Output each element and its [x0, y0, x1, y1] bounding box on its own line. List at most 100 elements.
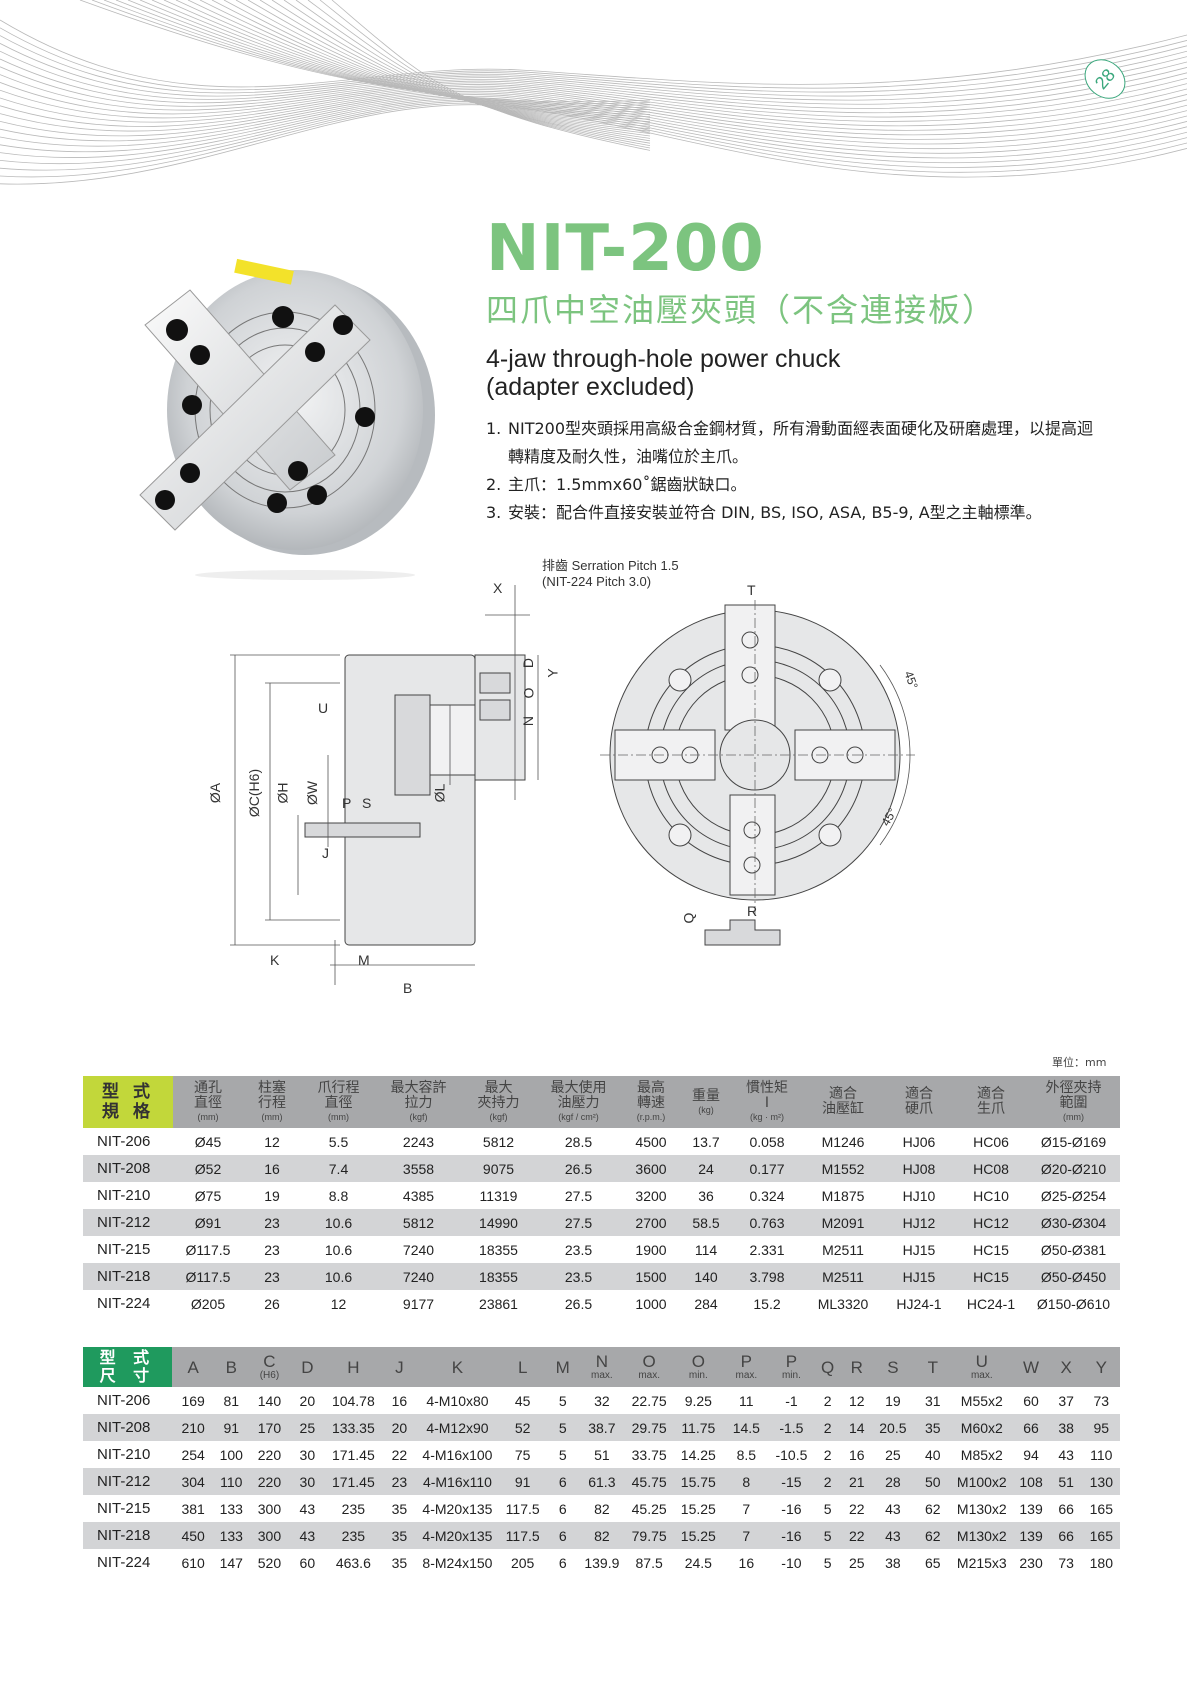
value-cell: 20.5	[871, 1414, 915, 1441]
label-dim-c: ØC(H6)	[246, 768, 263, 818]
value-cell: 14.25	[680, 1446, 716, 1463]
model-cell: NIT-206	[97, 1133, 151, 1150]
value-cell: Ø75	[194, 1187, 222, 1204]
model-cell: NIT-215	[97, 1241, 151, 1258]
value-cell: 1500	[621, 1263, 681, 1290]
value-cell: 171.45	[323, 1468, 383, 1495]
value-cell: 22	[848, 1500, 865, 1517]
label-dim-l: ØL	[431, 783, 448, 803]
value-cell: -10.5	[775, 1446, 808, 1463]
value-cell: 140	[681, 1263, 731, 1290]
value-cell: 43	[290, 1522, 324, 1549]
value-cell: 9075	[461, 1155, 536, 1182]
value-cell: -1	[785, 1392, 798, 1409]
value-cell: Ø205	[190, 1295, 226, 1312]
value-cell: 23	[264, 1241, 280, 1258]
value-cell: -10	[781, 1554, 802, 1571]
value-cell: 45.75	[624, 1468, 674, 1495]
value-cell: 147	[219, 1554, 243, 1571]
value-cell: M215x3	[956, 1554, 1007, 1571]
value-cell: Ø150-Ø610	[1036, 1295, 1111, 1312]
label-dim-r: R	[747, 903, 758, 919]
dim-col-header: H	[323, 1347, 383, 1387]
value-cell: 235	[341, 1500, 366, 1517]
feature-number: 3.	[486, 503, 502, 522]
value-cell: -1.5	[769, 1414, 814, 1441]
col-header-soft-jaw: 適合生爪	[955, 1076, 1027, 1128]
value-cell: HC24-1	[966, 1295, 1016, 1312]
value-cell: 7	[742, 1500, 751, 1517]
value-cell: Ø50-Ø381	[1040, 1241, 1107, 1258]
value-cell: 23	[243, 1209, 301, 1236]
value-cell: 300	[257, 1500, 282, 1517]
col-header-max-pressure: 最大使用油壓力(kgf / cm²)	[536, 1076, 621, 1128]
value-cell: 5	[558, 1392, 567, 1409]
feature-item: 2.主爪：1.5mmx60˚鋸齒狀缺口。	[486, 471, 1106, 499]
value-cell: 235	[323, 1522, 383, 1549]
value-cell: 5	[558, 1446, 567, 1463]
value-cell: 16	[243, 1155, 301, 1182]
model-cell: NIT-218	[83, 1263, 173, 1290]
value-cell: 37	[1058, 1392, 1074, 1409]
dim-col-header: C(H6)	[248, 1347, 291, 1387]
value-cell: 10.6	[301, 1263, 376, 1290]
serration-note-line1: 排齒 Serration Pitch 1.5	[542, 558, 679, 573]
col-header-max-clamp-force: 最大夾持力(kgf)	[461, 1076, 536, 1128]
dim-col-header: J	[382, 1347, 416, 1387]
value-cell: 7	[722, 1522, 770, 1549]
value-cell: HJ08	[883, 1155, 955, 1182]
value-cell: 3.798	[731, 1263, 803, 1290]
value-cell: 35	[391, 1554, 408, 1571]
value-cell: HC08	[955, 1155, 1027, 1182]
value-cell: M100x2	[951, 1468, 1013, 1495]
value-cell: 210	[171, 1414, 215, 1441]
value-cell: 117.5	[499, 1522, 547, 1549]
value-cell: 13.7	[692, 1133, 720, 1150]
value-cell: 36	[698, 1187, 714, 1204]
value-cell: 51	[594, 1446, 610, 1463]
value-cell: 205	[510, 1554, 535, 1571]
value-cell: 4-M12x90	[415, 1414, 500, 1441]
value-cell: HJ15	[902, 1241, 936, 1258]
value-cell: 2	[823, 1446, 832, 1463]
value-cell: HJ06	[902, 1133, 936, 1150]
value-cell: 26	[264, 1295, 280, 1312]
value-cell: 610	[181, 1554, 205, 1571]
value-cell: 26.5	[564, 1295, 593, 1312]
value-cell: 230	[1019, 1554, 1043, 1571]
value-cell: M1552	[803, 1155, 883, 1182]
unit-note: 單位：mm	[1052, 1056, 1107, 1069]
label-dim-x: X	[493, 580, 503, 596]
value-cell: 38	[885, 1554, 901, 1571]
dim-col-header: L	[499, 1347, 547, 1387]
label-dim-u: U	[318, 700, 329, 716]
spec-table: 型 式規 格 通孔直徑(mm) 柱塞行程(mm) 爪行程直徑(mm) 最大容許拉…	[83, 1076, 1120, 1317]
value-cell: 15.75	[673, 1468, 723, 1495]
spec-table-header: 型 式規 格 通孔直徑(mm) 柱塞行程(mm) 爪行程直徑(mm) 最大容許拉…	[83, 1076, 1120, 1128]
value-cell: 4385	[402, 1187, 435, 1204]
col-header-max-speed: 最高轉速(r.p.m.)	[621, 1076, 681, 1128]
value-cell: -16	[769, 1522, 814, 1549]
value-cell: 31	[924, 1392, 941, 1409]
feature-list: 1.NIT200型夾頭採用高級合金鋼材質，所有滑動面經表面硬化及研磨處理，以提高…	[486, 415, 1106, 527]
label-dim-w: ØW	[304, 780, 321, 806]
value-cell: 52	[499, 1414, 547, 1441]
value-cell: 11.75	[673, 1414, 723, 1441]
value-cell: 15.25	[673, 1522, 723, 1549]
value-cell: 2700	[621, 1209, 681, 1236]
value-cell: 38	[1049, 1414, 1083, 1441]
value-cell: 3558	[376, 1155, 461, 1182]
value-cell: 5	[813, 1522, 843, 1549]
value-cell: Ø50-Ø450	[1027, 1263, 1120, 1290]
col-header-hard-jaw: 適合硬爪	[883, 1076, 955, 1128]
value-cell: 133.35	[323, 1414, 383, 1441]
value-cell: 40	[924, 1446, 941, 1463]
value-cell: 5.5	[328, 1133, 349, 1150]
value-cell: 19	[264, 1187, 280, 1204]
value-cell: 87.5	[635, 1554, 663, 1571]
value-cell: 2.331	[749, 1241, 785, 1258]
